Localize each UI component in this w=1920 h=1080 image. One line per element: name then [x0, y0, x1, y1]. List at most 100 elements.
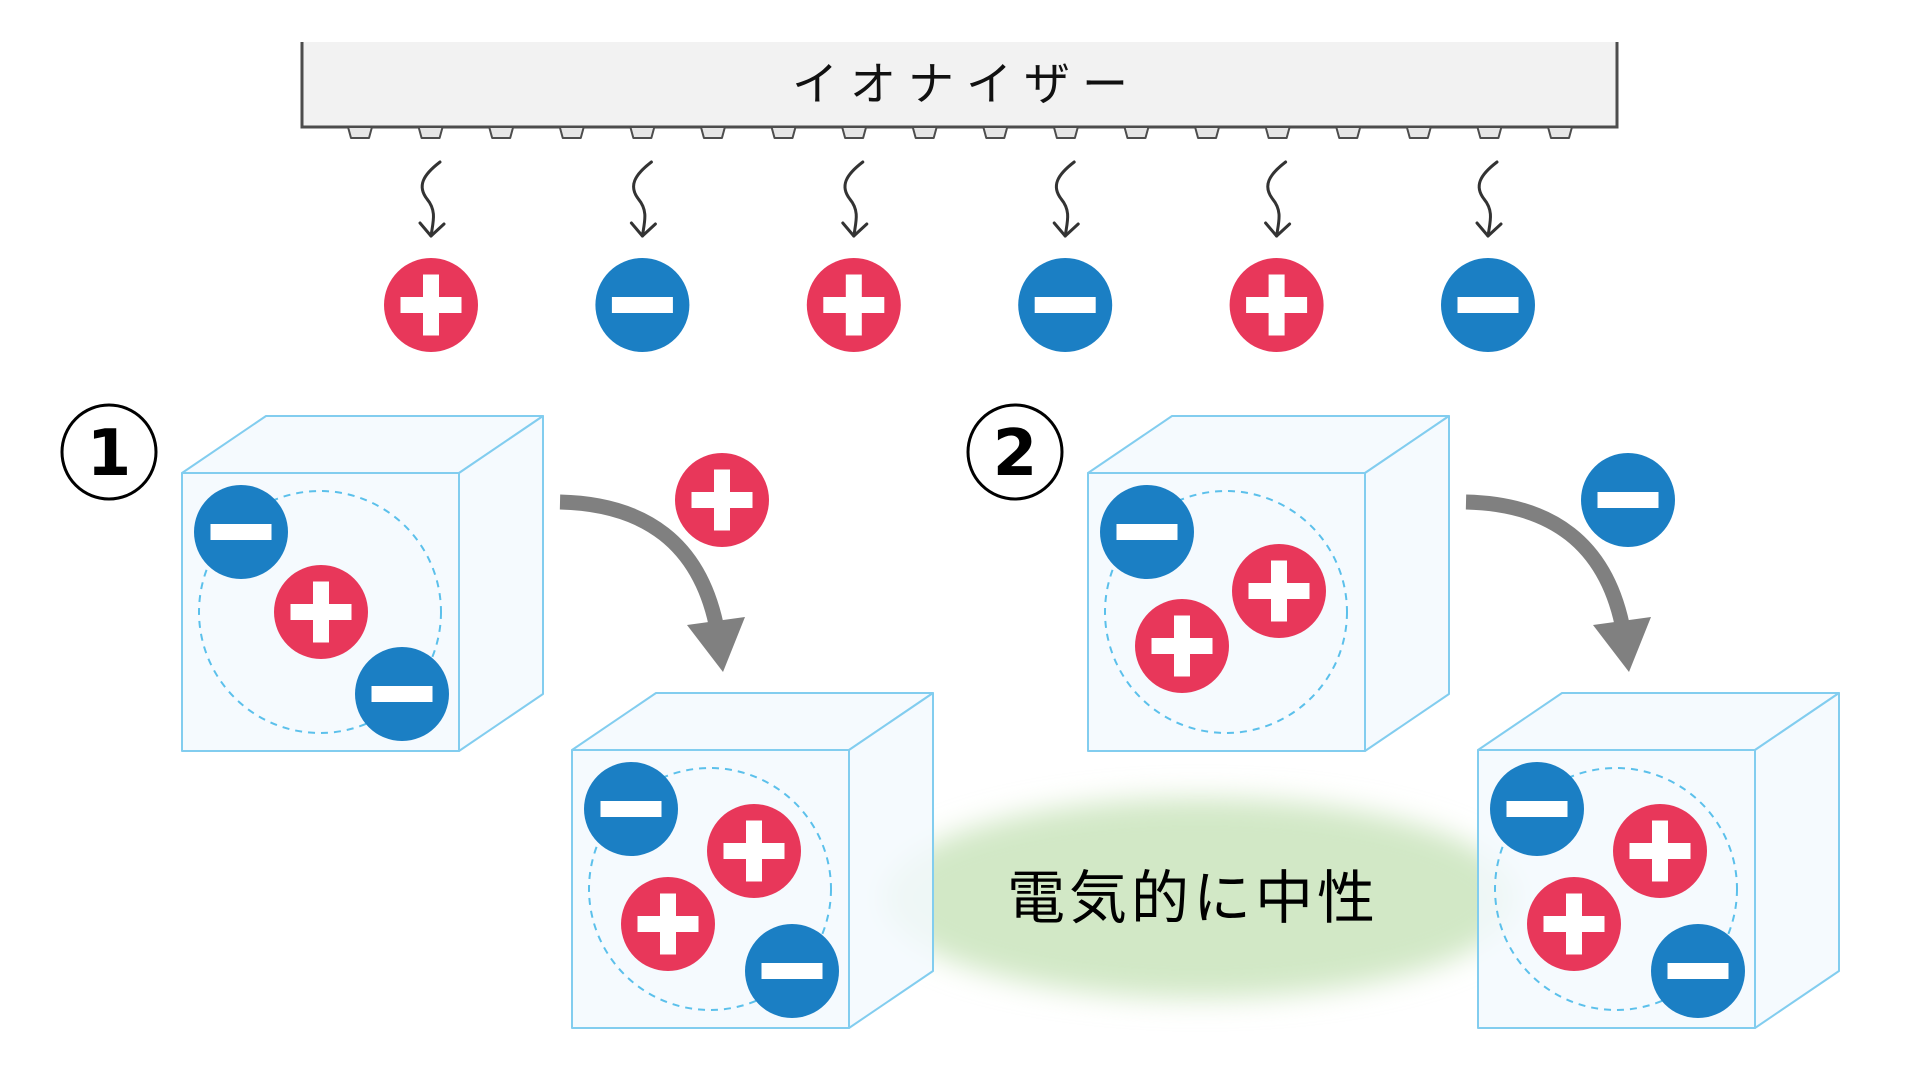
- ionizer-nozzles: [347, 126, 1573, 139]
- step-2: 2: [966, 403, 1840, 1029]
- dashed-boundary: [588, 767, 832, 1011]
- nozzle: [911, 126, 938, 139]
- step-number-circle: [60, 403, 158, 501]
- emitted-ions: [384, 160, 1535, 352]
- minus-icon: [761, 963, 823, 979]
- plus-icon: [1151, 615, 1213, 677]
- cube-side-face: [1364, 415, 1450, 752]
- negative-ion: [584, 762, 678, 856]
- plus-icon: [400, 274, 462, 336]
- ionizer-outline: [300, 42, 1619, 129]
- positive-ion: [621, 877, 715, 971]
- object-after: [571, 692, 934, 1029]
- incoming-positive-ion: [675, 453, 769, 547]
- nozzle: [1547, 126, 1573, 139]
- nozzle: [1335, 126, 1362, 139]
- ionizer-body: [302, 42, 1617, 127]
- plus-icon: [1248, 560, 1310, 622]
- plus-icon: [1246, 274, 1308, 336]
- positive-ion: [707, 804, 801, 898]
- nozzle: [1405, 126, 1432, 139]
- step-number-circle: [966, 403, 1064, 501]
- step-number-badge: 2: [966, 403, 1064, 501]
- object-after: [1477, 692, 1840, 1029]
- minus-icon: [1667, 963, 1729, 979]
- emitted-ion-item: [595, 160, 690, 352]
- incoming-negative-ion: [1581, 453, 1675, 547]
- dashed-boundary: [1494, 767, 1738, 1011]
- negative-ion: [1651, 924, 1745, 1018]
- minus-icon: [600, 801, 662, 817]
- cube-side-face: [848, 692, 934, 1029]
- nozzle: [488, 126, 515, 139]
- plus-icon: [1629, 820, 1691, 882]
- minus-icon: [210, 524, 272, 540]
- negative-ion: [1441, 258, 1535, 352]
- minus-icon: [1506, 801, 1568, 817]
- minus-icon: [1034, 297, 1096, 313]
- curved-arrow-icon: [1465, 494, 1651, 672]
- wavy-arrow-icon: [629, 160, 657, 238]
- plus-icon: [723, 820, 785, 882]
- ionizer: イオナイザー: [300, 42, 1619, 139]
- negative-ion: [355, 647, 449, 741]
- minus-icon: [1457, 297, 1519, 313]
- step-number: 1: [87, 417, 132, 491]
- plus-icon: [823, 274, 885, 336]
- positive-ion: [1613, 804, 1707, 898]
- negative-ion: [595, 258, 690, 352]
- cube-side-face: [1754, 692, 1840, 1029]
- positive-ion: [1135, 599, 1229, 693]
- object-before: [181, 415, 544, 752]
- ionizer-label: イオナイザー: [792, 57, 1140, 111]
- nozzle: [1123, 126, 1150, 139]
- wavy-arrow-icon: [1052, 160, 1080, 238]
- negative-ion: [1100, 485, 1194, 579]
- positive-ion: [384, 258, 478, 352]
- nozzle: [770, 126, 797, 139]
- nozzle: [629, 126, 656, 139]
- nozzle: [1476, 126, 1503, 139]
- positive-ion: [1232, 544, 1326, 638]
- positive-ion: [274, 565, 368, 659]
- negative-ion: [1018, 258, 1113, 352]
- negative-ion: [194, 485, 288, 579]
- object-before: [1087, 415, 1450, 752]
- nozzle: [982, 126, 1009, 139]
- nozzle: [699, 126, 726, 139]
- positive-ion: [1229, 258, 1324, 352]
- curved-arrow-icon: [559, 494, 745, 672]
- emitted-ion-item: [1229, 160, 1324, 352]
- plus-icon: [637, 893, 699, 955]
- dashed-boundary: [198, 490, 442, 734]
- positive-ion: [1527, 877, 1621, 971]
- nozzle: [558, 126, 585, 139]
- wavy-arrow-icon: [841, 160, 869, 238]
- step-1: 1: [60, 403, 934, 1029]
- negative-ion: [1490, 762, 1584, 856]
- plus-icon: [1543, 893, 1605, 955]
- nozzle: [347, 126, 373, 139]
- positive-ion: [806, 258, 901, 352]
- wavy-arrow-icon: [1264, 160, 1292, 238]
- minus-icon: [1116, 524, 1178, 540]
- emitted-ion-item: [1018, 160, 1113, 352]
- plus-icon: [290, 581, 352, 643]
- wavy-arrow-icon: [418, 160, 446, 238]
- emitted-ion-item: [806, 160, 901, 352]
- cube-side-face: [458, 415, 544, 752]
- step-number: 2: [993, 417, 1038, 491]
- negative-ion: [745, 924, 839, 1018]
- plus-icon: [691, 469, 753, 531]
- step-number-badge: 1: [60, 403, 158, 501]
- nozzle: [841, 126, 868, 139]
- nozzle: [1052, 126, 1079, 139]
- emitted-ion-item: [1441, 160, 1535, 352]
- nozzle: [417, 126, 444, 139]
- neutral-glow: [882, 798, 1518, 998]
- minus-icon: [611, 297, 673, 313]
- wavy-arrow-icon: [1475, 160, 1503, 238]
- minus-icon: [371, 686, 433, 702]
